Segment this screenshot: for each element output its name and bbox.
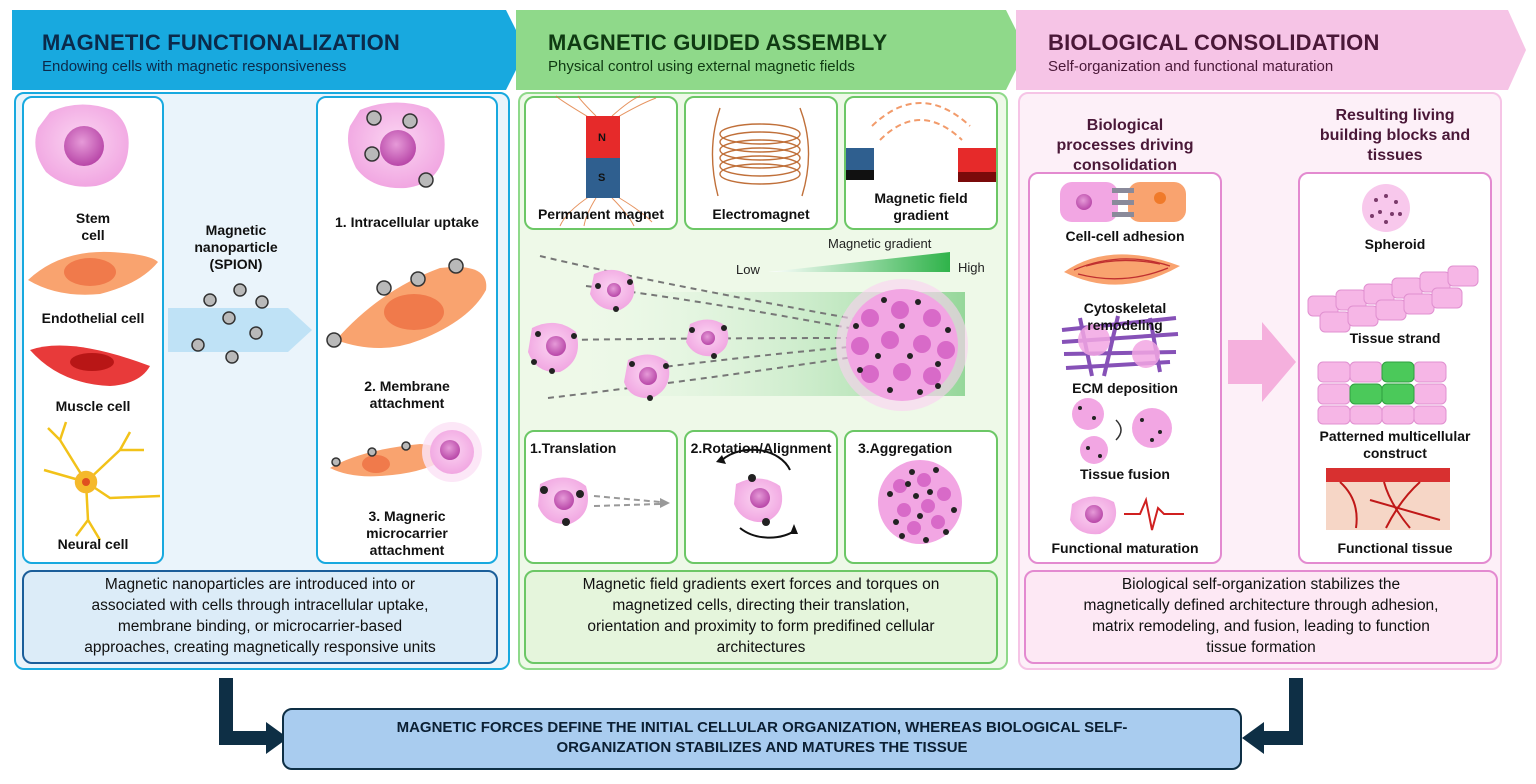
moving-cell <box>686 319 729 359</box>
section3-caption-box <box>1024 570 1498 664</box>
gradient-low-label: Low <box>736 262 760 277</box>
gradient-high-label: High <box>958 260 985 275</box>
section2-caption: Magnetic field gradients exert forces an… <box>582 576 940 656</box>
consolidation-arrow <box>1228 322 1296 402</box>
conclusion-box <box>282 708 1242 770</box>
muscle-cell-label: Muscle cell <box>55 398 131 414</box>
electromagnet-box <box>684 96 838 230</box>
tissue-strand-icon <box>1307 265 1479 333</box>
section1-caption-box <box>22 570 498 664</box>
magnetic-gradient-label: Magnetic gradient <box>828 236 932 251</box>
patterned-construct-icon <box>1317 361 1447 425</box>
neural-cell-label: Neural cell <box>57 536 129 552</box>
method1-label: 1. Intracellular uptake <box>335 214 479 230</box>
cell-adhesion-label: Cell-cell adhesion <box>1065 228 1185 244</box>
section2-title: MAGNETIC GUIDED ASSEMBLY <box>548 30 888 55</box>
membrane-attachment-cell-icon <box>326 258 487 348</box>
processes-box <box>1028 172 1222 564</box>
rotation-cell-icon <box>716 448 798 539</box>
section2-subtitle: Physical control using external magnetic… <box>548 58 855 75</box>
permanent-magnet-icon <box>555 95 657 227</box>
aggregation-label: 3.Aggregation <box>858 440 953 456</box>
field-gradient-icon <box>846 102 996 182</box>
moving-cell <box>528 322 578 374</box>
tissue-fusion-label: Tissue fusion <box>1080 466 1170 482</box>
electromagnet-label: Electromagnet <box>712 206 810 222</box>
section1-title: MAGNETIC FUNCTIONALIZATION <box>42 30 400 55</box>
electromagnet-icon <box>711 107 810 197</box>
functional-maturation-label: Functional maturation <box>1051 540 1199 556</box>
nanoparticle-arrow <box>168 283 312 364</box>
moving-cell <box>624 354 670 401</box>
functional-tissue-label: Functional tissue <box>1337 540 1453 556</box>
microcarrier-attachment-cell-icon <box>330 422 482 482</box>
cell-aggregate <box>836 279 968 411</box>
section2-caption-box <box>524 570 998 664</box>
endothelial-cell-label: Endothelial cell <box>41 310 145 326</box>
permanent-magnet-label: Permanent magnet <box>537 206 665 222</box>
header-banners <box>12 10 1526 90</box>
aggregation-cluster-icon <box>878 460 962 544</box>
section1-caption: Magnetic nanoparticles are introduced in… <box>84 576 436 656</box>
functional-tissue-icon <box>1326 468 1450 530</box>
translation-label: 1.Translation <box>530 440 617 456</box>
cell-adhesion-icon <box>1060 182 1186 222</box>
magnet-south-label: S <box>598 172 606 184</box>
conclusion-text: MAGNETIC FORCES DEFINE THE INITIAL CELLU… <box>396 719 1128 756</box>
stem-cell-icon <box>35 104 129 187</box>
spheroid-icon <box>1362 184 1410 232</box>
ecm-deposition-label: ECM deposition <box>1072 380 1178 396</box>
ecm-deposition-icon <box>1061 315 1179 377</box>
cytoskeletal-icon <box>1064 254 1180 285</box>
section3-subtitle: Self-organization and functional maturat… <box>1048 58 1334 75</box>
gradient-triangle <box>768 252 950 272</box>
section3-title: BIOLOGICAL CONSOLIDATION <box>1048 30 1380 55</box>
translation-cell-icon <box>538 477 670 526</box>
moving-cell <box>590 269 635 312</box>
magnet-north-label: N <box>598 132 606 144</box>
spheroid-label: Spheroid <box>1364 236 1426 252</box>
intracellular-uptake-cell-icon <box>348 102 445 189</box>
header-banner-assembly <box>516 10 1026 90</box>
functional-maturation-icon <box>1070 496 1184 535</box>
section3-caption: Biological self-organization stabilizes … <box>1083 576 1439 656</box>
tissue-strand-label: Tissue strand <box>1349 330 1441 346</box>
rotation-label: 2.Rotation/Alignment <box>690 440 832 456</box>
header-banner-functionalization <box>12 10 526 90</box>
neural-cell-icon <box>43 421 161 541</box>
tissue-fusion-icon <box>1072 398 1172 464</box>
section1-subtitle: Endowing cells with magnetic responsiven… <box>42 58 347 75</box>
endothelial-cell-icon <box>28 251 158 295</box>
header-banner-consolidation <box>1016 10 1526 90</box>
muscle-cell-icon <box>30 345 150 386</box>
